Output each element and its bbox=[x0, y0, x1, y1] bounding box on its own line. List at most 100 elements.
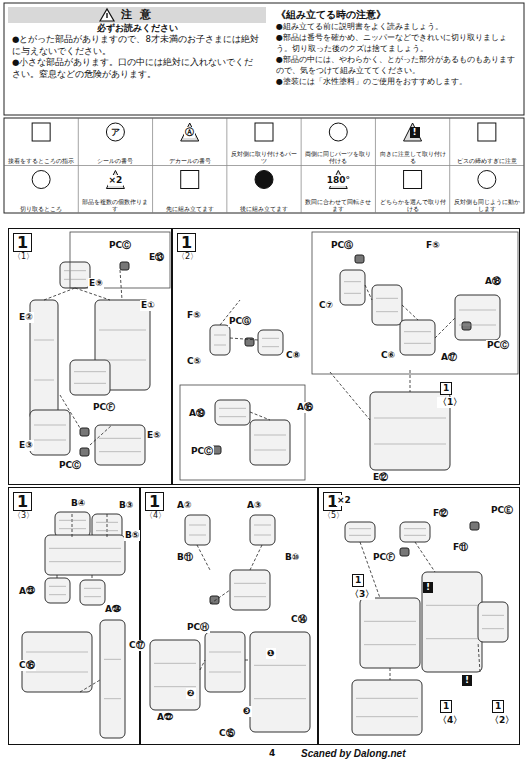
part-detail bbox=[34, 380, 54, 381]
legend-symbol: ×2 bbox=[108, 175, 124, 186]
assembly-line bbox=[415, 542, 435, 572]
part-detail bbox=[482, 615, 504, 616]
part-outline bbox=[340, 270, 365, 305]
legend-symbol: ア bbox=[110, 127, 121, 138]
part-detail bbox=[34, 440, 66, 441]
part-number: ❸ bbox=[242, 706, 252, 717]
part-number: A③ bbox=[246, 500, 263, 511]
part-number: E⑬ bbox=[148, 252, 165, 263]
part-detail bbox=[349, 535, 371, 536]
part-outline bbox=[478, 602, 508, 642]
part-detail bbox=[254, 450, 286, 451]
part-detail bbox=[49, 548, 121, 549]
part-detail bbox=[344, 293, 361, 294]
part-detail bbox=[49, 561, 121, 562]
part-outline bbox=[215, 400, 250, 425]
legend-caption: デカールの番号 bbox=[155, 157, 225, 164]
legend-divider bbox=[152, 166, 153, 213]
part-detail bbox=[59, 528, 86, 529]
part-detail bbox=[49, 594, 66, 595]
step-reference: 〈4〉 bbox=[437, 715, 463, 726]
assembly-line bbox=[57, 575, 58, 578]
legend-item: ビスの締めすぎに注意 bbox=[450, 118, 524, 165]
part-outline bbox=[205, 632, 245, 692]
legend-caption: 接着をするところの指示 bbox=[6, 157, 76, 164]
step-substep: 〈2〉 bbox=[177, 252, 198, 262]
legend-caption: どちらかを選んで取り付ける bbox=[377, 198, 447, 212]
notice-text: ●組み立てる前に説明書をよく読みましょう。 bbox=[276, 21, 516, 32]
step-reference: 1 bbox=[440, 700, 452, 713]
legend-divider bbox=[78, 118, 79, 165]
legend-caption: ビスの締めすぎに注意 bbox=[452, 157, 522, 164]
part-detail bbox=[356, 698, 418, 699]
part-detail bbox=[254, 698, 306, 699]
legend-icon bbox=[404, 123, 422, 141]
part-number: C⑰ bbox=[128, 640, 146, 651]
part-number: E⑫ bbox=[372, 472, 389, 483]
part-outline bbox=[352, 680, 422, 735]
header-frame bbox=[4, 3, 524, 115]
part-number: B⑪ bbox=[176, 552, 194, 563]
part-number: PCⒽ bbox=[186, 622, 210, 633]
legend-symbol: ! bbox=[410, 127, 420, 138]
part-number: C⑭ bbox=[290, 614, 308, 625]
part-number: ❶ bbox=[266, 648, 276, 659]
polycap bbox=[80, 428, 89, 436]
assembly-line bbox=[402, 305, 418, 320]
legend-divider bbox=[449, 166, 450, 213]
part-detail bbox=[364, 621, 416, 622]
step-substep: 〈4〉 bbox=[145, 511, 166, 521]
part-outline bbox=[400, 522, 430, 542]
part-detail bbox=[84, 596, 101, 597]
assembly-line bbox=[365, 285, 372, 300]
legend-symbol: 180° bbox=[326, 175, 351, 186]
warning-triangle bbox=[100, 9, 114, 21]
part-detail bbox=[96, 530, 118, 531]
legend-caption: 部品を複数の個数作ります bbox=[80, 198, 150, 212]
legend-divider bbox=[226, 118, 227, 165]
step-substep: 〈3〉 bbox=[13, 511, 34, 521]
part-outline bbox=[250, 515, 275, 545]
legend-divider bbox=[78, 166, 79, 213]
assembly-line bbox=[390, 668, 391, 680]
notice-text: ●塗装には「水性塗料」のご使用をおすすめします。 bbox=[276, 76, 516, 87]
part-detail bbox=[64, 279, 86, 280]
step-reference: 〈2〉 bbox=[489, 715, 515, 726]
legend-caption: 先に組み立てます bbox=[155, 205, 225, 212]
notice-text: ●部品は番号を確かめ、ニッパーなどできれいに切り取りましょう。切り取った後のクズ… bbox=[276, 32, 516, 54]
step-reference: 1 bbox=[440, 382, 452, 395]
step-reference: 1 bbox=[492, 700, 504, 713]
part-outline bbox=[45, 578, 70, 603]
legend-icon bbox=[478, 171, 496, 189]
part-detail bbox=[404, 331, 431, 332]
part-number: PCⒼ bbox=[228, 316, 252, 327]
assembly-line bbox=[200, 660, 205, 670]
step-substep: 〈1〉 bbox=[13, 252, 34, 262]
part-number: C⑦ bbox=[318, 300, 334, 311]
part-number: A② bbox=[176, 500, 193, 511]
legend-caption: 数回に合わせて回転させます bbox=[303, 198, 373, 212]
legend-divider bbox=[375, 118, 376, 165]
legend-frame bbox=[4, 118, 524, 213]
step-number: 1 bbox=[13, 492, 32, 511]
legend-icon bbox=[255, 171, 273, 189]
part-detail bbox=[104, 698, 121, 699]
part-number: PCⒸ bbox=[58, 460, 82, 471]
legend-item: 数回に合わせて回転させます bbox=[301, 166, 375, 213]
assembly-line bbox=[90, 425, 112, 445]
part-outline bbox=[100, 620, 125, 738]
legend-caption: 向きに注意して取り付ける bbox=[377, 150, 447, 164]
step-panel: 1〈3〉 bbox=[8, 487, 140, 745]
part-number: B⑤ bbox=[124, 530, 140, 541]
notice-text: 必ずお読みください bbox=[12, 22, 262, 34]
step-number: 1 bbox=[145, 492, 164, 511]
part-outline bbox=[150, 640, 200, 710]
legend-caption: 反対側も同じように動かします bbox=[452, 198, 522, 212]
caution-mark: ! bbox=[462, 675, 472, 686]
part-number: PCⒼ bbox=[330, 240, 354, 251]
part-detail bbox=[426, 638, 478, 639]
notice-heading: 《組み立てる時の注意》 bbox=[276, 8, 516, 21]
step-reference: 1 bbox=[352, 574, 364, 587]
step-number: 1 bbox=[177, 233, 196, 252]
legend-item: シールの番号 bbox=[78, 118, 152, 165]
